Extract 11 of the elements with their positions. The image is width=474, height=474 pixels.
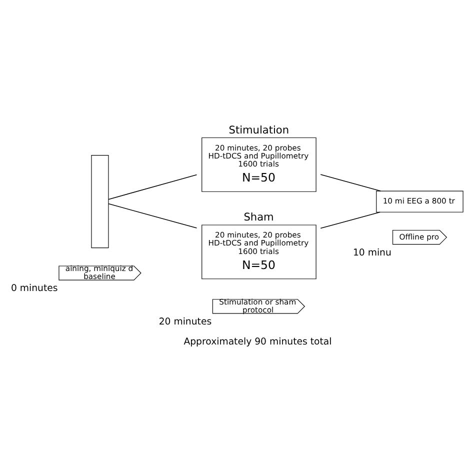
node-label: 0 minutes — [10, 283, 58, 294]
connector — [320, 174, 381, 192]
connector — [320, 212, 380, 229]
node-box — [91, 155, 109, 248]
node-label: 20 minutes — [158, 316, 212, 328]
node-label: Sham — [244, 212, 274, 224]
label: Approximately 90 minutes total — [184, 336, 332, 348]
node-label: 10 minu — [352, 247, 392, 258]
connector — [108, 203, 198, 228]
node-label: Stimulation — [228, 124, 290, 136]
connector — [108, 174, 198, 200]
